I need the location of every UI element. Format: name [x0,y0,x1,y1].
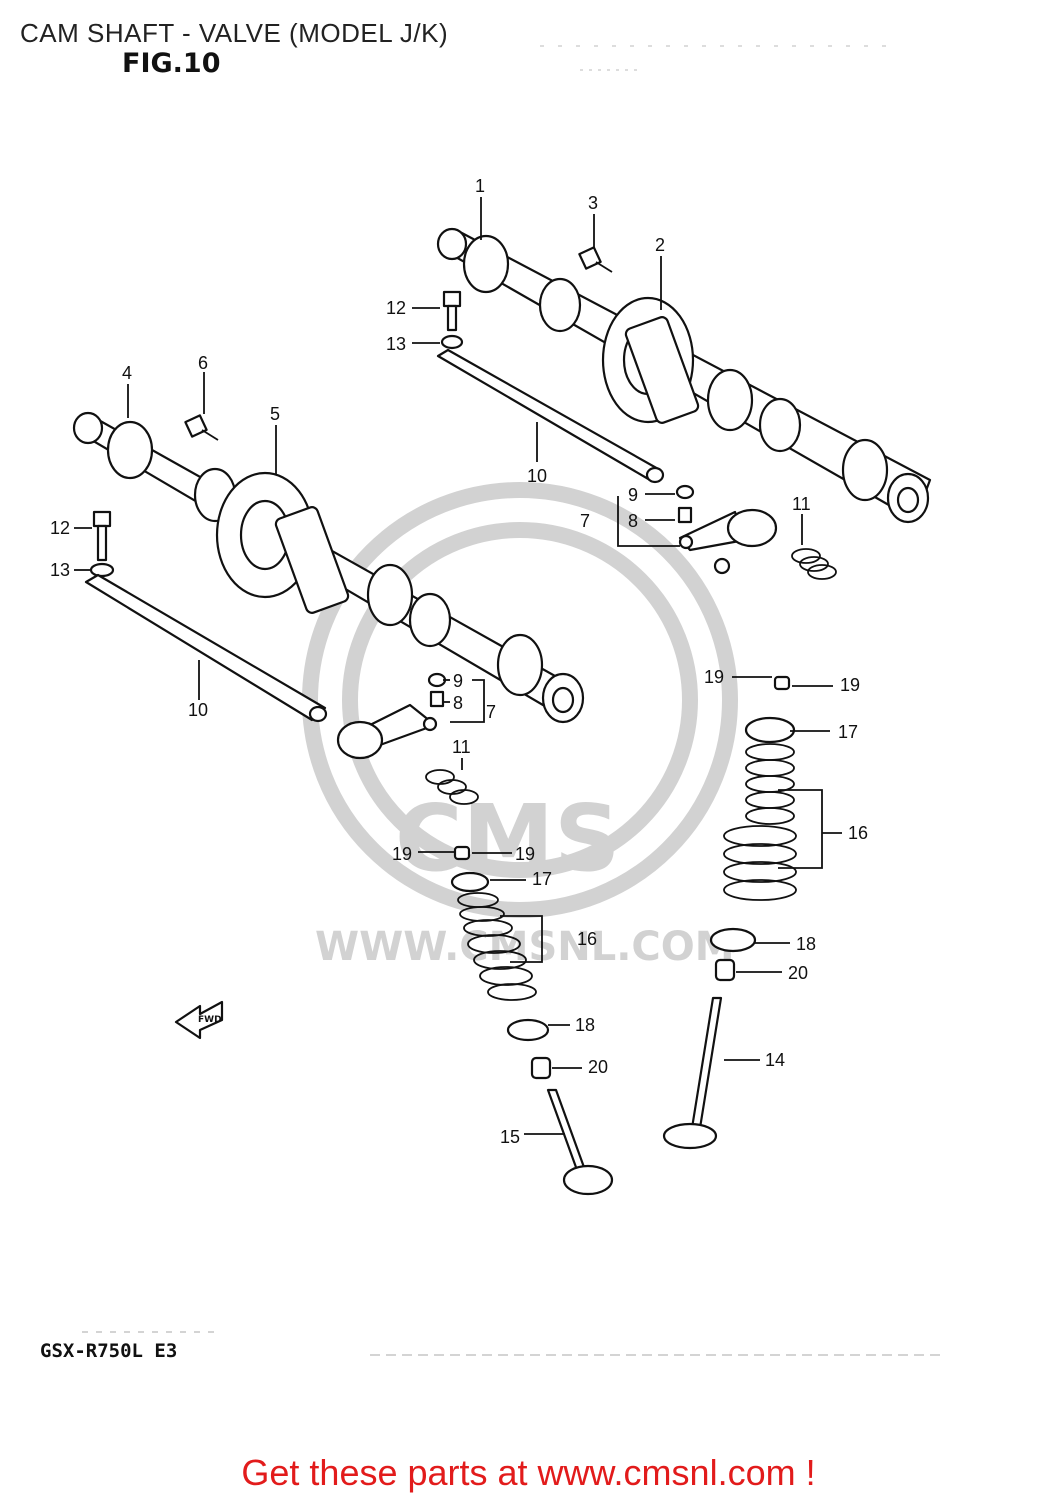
callout-11-upper: 11 [792,494,811,514]
bolt-6 [184,414,219,441]
callout-17-center: 17 [532,869,552,889]
callout-5: 5 [270,404,280,424]
callout-13-lower: 13 [50,560,70,580]
callout-8-lower: 8 [453,693,463,713]
bolt-3 [578,246,613,273]
callout-16-right: 16 [848,823,868,843]
bolt-12-lower [89,510,115,578]
valve-assembly-center [450,845,614,1196]
watermark-logo-text: CMS [395,785,620,892]
callout-14: 14 [765,1050,785,1070]
model-code: GSX-R750L E3 [40,1340,178,1362]
callout-13-upper: 13 [386,334,406,354]
rocker-shaft-upper [436,348,665,484]
callout-19-right-a: 19 [704,667,724,687]
figure-label: FIG.10 [122,48,221,79]
callout-7-upper: 7 [580,511,590,531]
cam-sprocket-lower [215,471,350,614]
rocker-arm-upper [675,484,778,575]
callout-19-right-b: 19 [840,675,860,695]
fwd-arrow: FWD [174,1000,224,1040]
cam-sprocket-upper [601,296,700,424]
callout-20-right: 20 [788,963,808,983]
page-title: CAM SHAFT - VALVE (MODEL J/K) [20,18,449,48]
callout-6: 6 [198,353,208,373]
callout-10-lower: 10 [188,700,208,720]
leader-lines [74,197,842,1135]
callout-18-center: 18 [575,1015,595,1035]
callout-19-center-b: 19 [515,844,535,864]
callout-10-upper: 10 [527,466,547,486]
callout-4: 4 [122,363,132,383]
callout-8-upper: 8 [628,511,638,531]
rocker-shaft-lower [84,573,328,723]
callout-18-right: 18 [796,934,816,954]
rocker-spring-lower [425,769,479,805]
rocker-spring-upper [791,548,837,580]
callout-12-upper: 12 [386,298,406,318]
fwd-text: FWD [198,1015,222,1025]
callout-2: 2 [655,235,665,255]
callout-3: 3 [588,193,598,213]
callout-12-lower: 12 [50,518,70,538]
callout-17-right: 17 [838,722,858,742]
callout-15: 15 [500,1127,520,1147]
callout-7-lower: 7 [486,702,496,722]
rocker-arm-lower [336,672,447,760]
valve-assembly-right [662,675,797,1150]
buy-parts-link[interactable]: Get these parts at www.cmsnl.com ! [241,1452,816,1493]
callout-9-upper: 9 [628,485,638,505]
callout-19-center-a: 19 [392,844,412,864]
callout-20-center: 20 [588,1057,608,1077]
callout-9-lower: 9 [453,671,463,691]
callout-16-center: 16 [577,929,597,949]
scan-artifacts [82,45,940,1356]
bolt-12-upper [440,290,464,350]
callout-labels: 1 2 3 4 5 6 7 7 8 8 9 9 10 10 11 11 12 1… [50,176,868,1147]
callout-11-lower: 11 [452,737,471,757]
callout-1: 1 [475,176,485,196]
